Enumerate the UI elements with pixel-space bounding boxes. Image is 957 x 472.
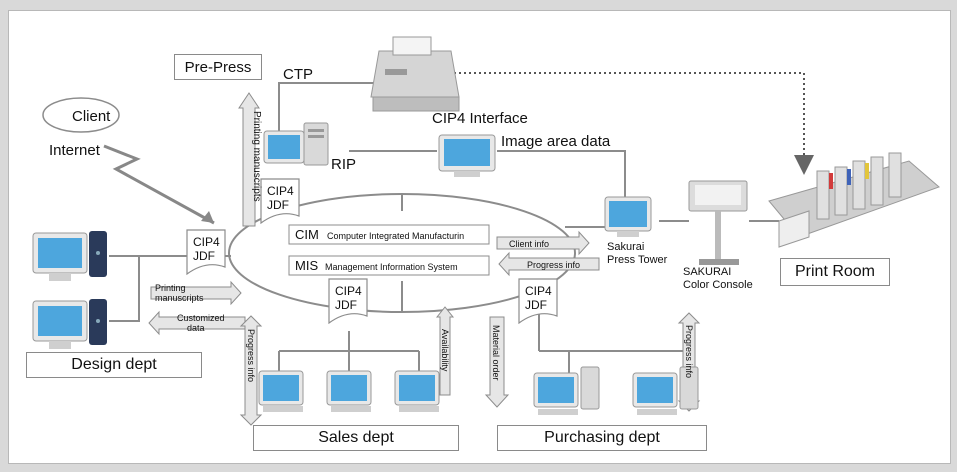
press-tower-label-2: Press Tower — [607, 254, 668, 266]
arrow-progress-info-h — [498, 251, 600, 277]
network-lines: Client Internet CTP RIP CIP4 Interface I… — [32, 36, 940, 426]
pre-press-box: Pre-Press — [174, 54, 262, 80]
jdf-bottom-label: JDF — [335, 298, 357, 312]
design-computer-2 — [32, 299, 107, 349]
cim-box — [288, 224, 490, 245]
ctp-device — [370, 36, 460, 112]
sales-computer-1 — [258, 370, 304, 412]
line-image-data-press — [497, 150, 626, 201]
press-tower-label-1: Sakurai — [607, 241, 644, 253]
arrow-material-order — [484, 316, 510, 408]
client-info-label: Client info — [509, 239, 549, 249]
cim-full-label: Computer Integrated Manufacturin — [327, 231, 464, 241]
arrow-printing-manuscripts-vertical — [238, 92, 260, 227]
jdf-top-label: JDF — [267, 198, 289, 212]
sales-computer-2 — [326, 370, 372, 412]
design-computer-1 — [32, 231, 107, 281]
customized-data-label-1: Customized — [177, 313, 225, 323]
material-order-label: Material order — [491, 325, 501, 381]
doc-cip4-left — [186, 229, 226, 276]
cip4-top-label: CIP4 — [267, 184, 294, 198]
doc-cip4-right — [518, 278, 558, 325]
diagram-canvas: Client Internet CTP RIP CIP4 Interface I… — [8, 10, 951, 464]
printing-press — [768, 152, 940, 248]
rip-computer — [263, 122, 329, 166]
press-tower-computer — [604, 196, 652, 237]
printing-manuscripts-h-label-2: manuscripts — [155, 293, 204, 303]
mis-abbr-label: MIS — [295, 258, 318, 273]
color-console-label-1: SAKURAI — [683, 266, 731, 278]
arrow-client-info — [496, 230, 590, 256]
arrow-customized-data-h — [148, 310, 246, 336]
purchasing-computer-1 — [533, 366, 600, 415]
line-sales-tree — [278, 331, 420, 376]
arrow-progress-info-sales — [239, 315, 263, 426]
progress-info-purchasing-label: Progress info — [684, 325, 694, 378]
cip4-left-label: CIP4 — [193, 235, 220, 249]
sales-dept-box: Sales dept — [253, 425, 459, 451]
customized-data-label-2: data — [187, 323, 205, 333]
mis-full-label: Management Information System — [325, 262, 458, 272]
cim-abbr-label: CIM — [295, 227, 319, 242]
sales-computer-3 — [394, 370, 440, 412]
print-room-box: Print Room — [780, 258, 890, 286]
line-rip-ctp — [278, 82, 379, 141]
doc-cip4-bottom — [328, 278, 368, 325]
printing-manuscripts-h-label-1: Printing — [155, 283, 186, 293]
cip4-right-label: CIP4 — [525, 284, 552, 298]
availability-label: Availability — [440, 329, 450, 372]
mis-box — [288, 255, 490, 276]
rip-label: RIP — [331, 156, 356, 173]
design-dept-box: Design dept — [26, 352, 202, 378]
client-ellipse — [42, 97, 120, 133]
dotted-ctp-print-room — [454, 72, 814, 175]
arrow-availability — [435, 306, 455, 396]
client-label: Client — [72, 108, 111, 125]
purchasing-dept-box: Purchasing dept — [497, 425, 707, 451]
printing-manuscripts-vertical-label: Printing manuscripts — [251, 111, 262, 202]
doc-cip4-top — [260, 178, 300, 225]
arrow-printing-manuscripts-h — [150, 280, 242, 306]
line-purchasing-tree — [538, 311, 690, 376]
color-console — [688, 180, 748, 265]
image-area-data-label: Image area data — [501, 133, 611, 150]
line-design-bottom — [109, 256, 140, 322]
progress-info-h-label: Progress info — [527, 260, 580, 270]
cip4-bottom-label: CIP4 — [335, 284, 362, 298]
color-console-label-2: Color Console — [683, 279, 753, 291]
cip4-interface-computer — [438, 134, 496, 177]
ctp-label: CTP — [283, 66, 313, 83]
progress-info-sales-label: Progress info — [246, 329, 256, 382]
cip4-interface-label: CIP4 Interface — [432, 110, 528, 127]
line-design-top — [109, 243, 195, 257]
internet-label: Internet — [49, 142, 101, 159]
purchasing-computer-2 — [632, 366, 699, 415]
jdf-right-label: JDF — [525, 298, 547, 312]
jdf-left-label: JDF — [193, 249, 215, 263]
internet-arrow — [103, 144, 215, 225]
